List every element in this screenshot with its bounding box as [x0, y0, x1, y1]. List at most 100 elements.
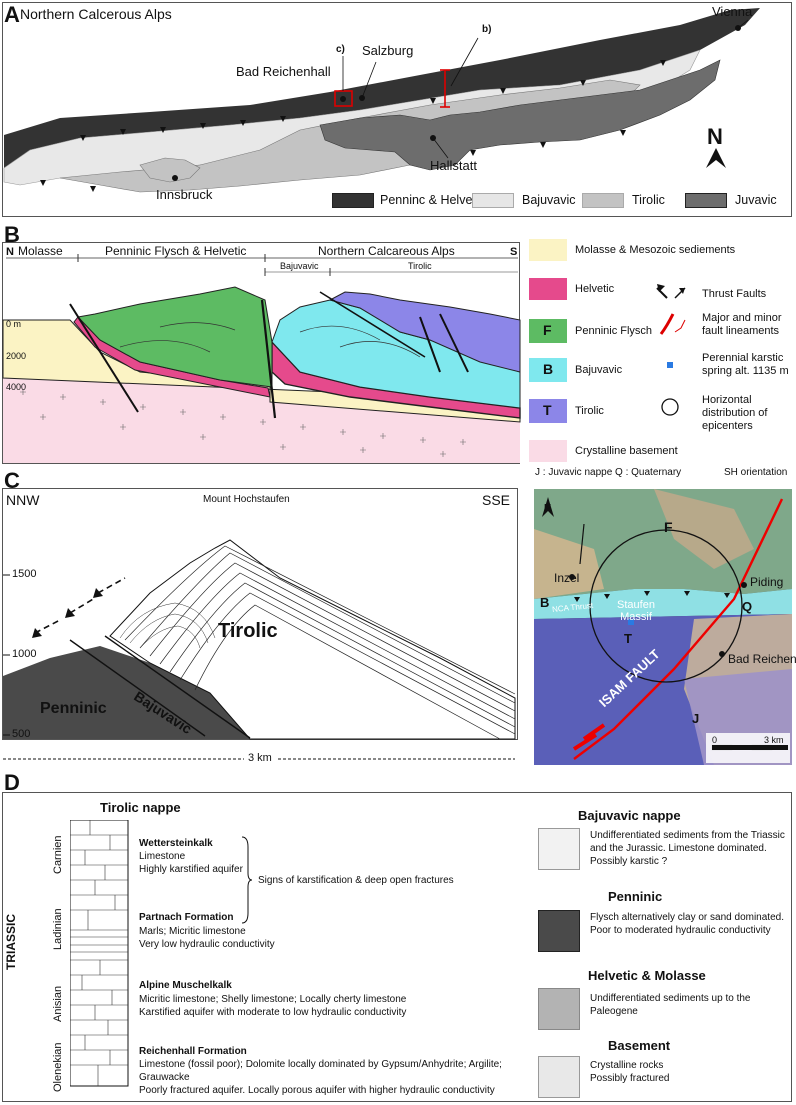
right-bajuvavic-title: Bajuvavic nappe — [578, 808, 681, 823]
label-sse: SSE — [482, 492, 511, 508]
section-s: S — [510, 246, 518, 258]
sub-bajuvavic: Bajuvavic — [280, 261, 319, 271]
panel-a-title: Northern Calcerous Alps — [20, 6, 172, 22]
label-tirolic: Tirolic — [218, 620, 278, 642]
formation-1-line1: Limestone — [139, 851, 186, 862]
north-label: N — [707, 124, 723, 149]
right-helvetic-line1: Undifferentiated sediments up to the — [590, 993, 751, 1004]
scale-label: 3 km — [244, 752, 276, 764]
label-penninic: Penninic — [40, 700, 107, 717]
legend-b-symbols — [656, 284, 686, 416]
legend-b-epicenters: Horizontal distribution of epicenters — [702, 394, 768, 432]
right-bajuvavic-swatch — [538, 828, 580, 870]
right-bajuvavic-line3: Possibly karstic ? — [590, 856, 668, 867]
map-F: F — [664, 519, 673, 535]
triassic-label: TRIASSIC — [4, 913, 18, 970]
map-T: T — [624, 631, 632, 646]
thrust-fault-icon — [656, 284, 686, 299]
label-vienna: Vienna — [712, 4, 753, 19]
formation-4-line2: Grauwacke — [139, 1072, 190, 1083]
panel-c: C NNW SSE Mount Hochstaufen 1500 1000 50… — [0, 468, 530, 768]
depth-4000: 4000 — [6, 382, 27, 392]
legend-swatch-tirolic — [582, 193, 624, 208]
formation-3-line1: Micritic limestone; Shelly limestone; Lo… — [139, 994, 407, 1005]
right-penninic-line2: Poor to moderated hydraulic conductivity — [590, 925, 771, 936]
elev-1000: 1000 — [12, 648, 37, 660]
formation-4-line3: Poorly fractured aquifer. Locally porous… — [139, 1085, 495, 1096]
legend-b-bajuvavic-symbol: B — [543, 361, 554, 377]
marker-c: c) — [336, 44, 345, 55]
map-bad-reichenhall: Bad Reichenhall — [728, 652, 796, 666]
legend-tirolic: Tirolic — [632, 193, 665, 207]
label-innsbruck: Innsbruck — [156, 187, 213, 202]
legend-b-flysch-swatch — [529, 319, 567, 343]
legend-b-abbrev: J : Juvavic nappe Q : Quaternary — [535, 467, 682, 478]
panel-c-map: N F Inzel Piding B NCA Thrust Staufen Ma… — [534, 489, 796, 765]
map-piding: Piding — [750, 575, 784, 589]
legend-bajuvavic: Bajuvavic — [522, 193, 576, 207]
legend-b-flysch: Penninic Flysch — [575, 325, 653, 337]
right-helvetic-swatch — [538, 988, 580, 1030]
right-penninic-title: Penninic — [608, 889, 663, 904]
legend-b-molasse: Molasse & Mesozoic sediements — [575, 244, 736, 256]
header-nca: Northern Calcareous Alps — [318, 244, 455, 258]
elev-1500: 1500 — [12, 568, 37, 580]
fault-lineament-icon — [659, 313, 686, 335]
label-bad-reichenhall: Bad Reichenhall — [236, 64, 331, 79]
elev-500: 500 — [12, 728, 31, 740]
legend-b-basement-swatch — [529, 440, 567, 462]
legend-b-sh: SH orientation — [724, 467, 788, 478]
map-Q: Q — [742, 599, 753, 614]
map-scale-3km: 3 km — [764, 735, 784, 745]
right-bajuvavic-line1: Undifferentiated sediments from the Tria… — [590, 830, 785, 841]
label-nnw: NNW — [6, 492, 40, 508]
legend-b-bajuvavic-swatch — [529, 358, 567, 382]
karst-bracket — [241, 836, 253, 924]
tirolic-nappe-title: Tirolic nappe — [100, 800, 181, 815]
panel-d: D Tirolic nappe TRIASSIC Carnien Ladinia… — [0, 770, 796, 1105]
label-hallstatt: Hallstatt — [430, 158, 477, 173]
legend-b-bajuvavic: Bajuvavic — [575, 364, 623, 376]
formation-3-name: Alpine Muschelkalk — [139, 980, 232, 991]
legend-b-helvetic-swatch — [529, 278, 567, 300]
panel-c-letter: C — [4, 468, 20, 493]
cross-section-b — [2, 254, 521, 463]
panel-b: B N S Molasse Penninic Flysch & Helvetic… — [0, 222, 796, 478]
stage-olenekian: Olenekian — [52, 1042, 64, 1092]
legend-b-thrust: Thrust Faults — [702, 288, 767, 300]
map-north: N — [544, 503, 552, 514]
karst-note: Signs of karstification & deep open frac… — [258, 875, 454, 886]
panel-a-letter: A — [4, 2, 20, 27]
map-staufen: Staufen Massif — [617, 599, 655, 623]
map-B: B — [540, 595, 550, 610]
formation-1-line2: Highly karstified aquifer — [139, 864, 243, 875]
formation-4-name: Reichenhall Formation — [139, 1046, 247, 1057]
formation-4-line1: Limestone (fossil poor); Dolomite locall… — [139, 1059, 502, 1070]
legend-b-tirolic-symbol: T — [543, 402, 552, 418]
epicenter-icon — [661, 398, 679, 416]
panel-a-map — [3, 8, 760, 193]
spring-icon — [667, 362, 673, 368]
right-basement-line1: Crystalline rocks — [590, 1060, 664, 1071]
stage-carnien: Carnien — [52, 835, 64, 874]
formation-1-name: Wettersteinkalk — [139, 838, 213, 849]
stage-ladinian: Ladinian — [52, 908, 64, 950]
map-J: J — [692, 711, 700, 726]
legend-b-molasse-swatch — [529, 239, 567, 261]
geologic-map — [534, 489, 792, 765]
header-molasse: Molasse — [18, 244, 63, 258]
legend-b-tirolic: Tirolic — [575, 405, 604, 417]
legend-b-flysch-symbol: F — [543, 322, 552, 338]
right-basement-swatch — [538, 1056, 580, 1098]
legend-b-tirolic-swatch — [529, 399, 567, 423]
formation-2-line1: Marls; Micritic limestone — [139, 926, 246, 937]
map-scale-0: 0 — [712, 735, 718, 745]
legend-b-fault: Major and minor fault lineaments — [702, 312, 782, 337]
right-bajuvavic-line2: and the Jurassic. Limestone dominated. — [590, 843, 767, 854]
legend-swatch-bajuvavic — [472, 193, 514, 208]
legend-b-helvetic: Helvetic — [575, 283, 615, 295]
stage-anisian: Anisian — [52, 985, 64, 1022]
legend-swatch-penninic — [332, 193, 374, 208]
right-penninic-line1: Flysch alternatively clay or sand domina… — [590, 912, 784, 923]
panel-a: A Northern Calcerous Alps Vienna Salzbur… — [0, 0, 796, 220]
